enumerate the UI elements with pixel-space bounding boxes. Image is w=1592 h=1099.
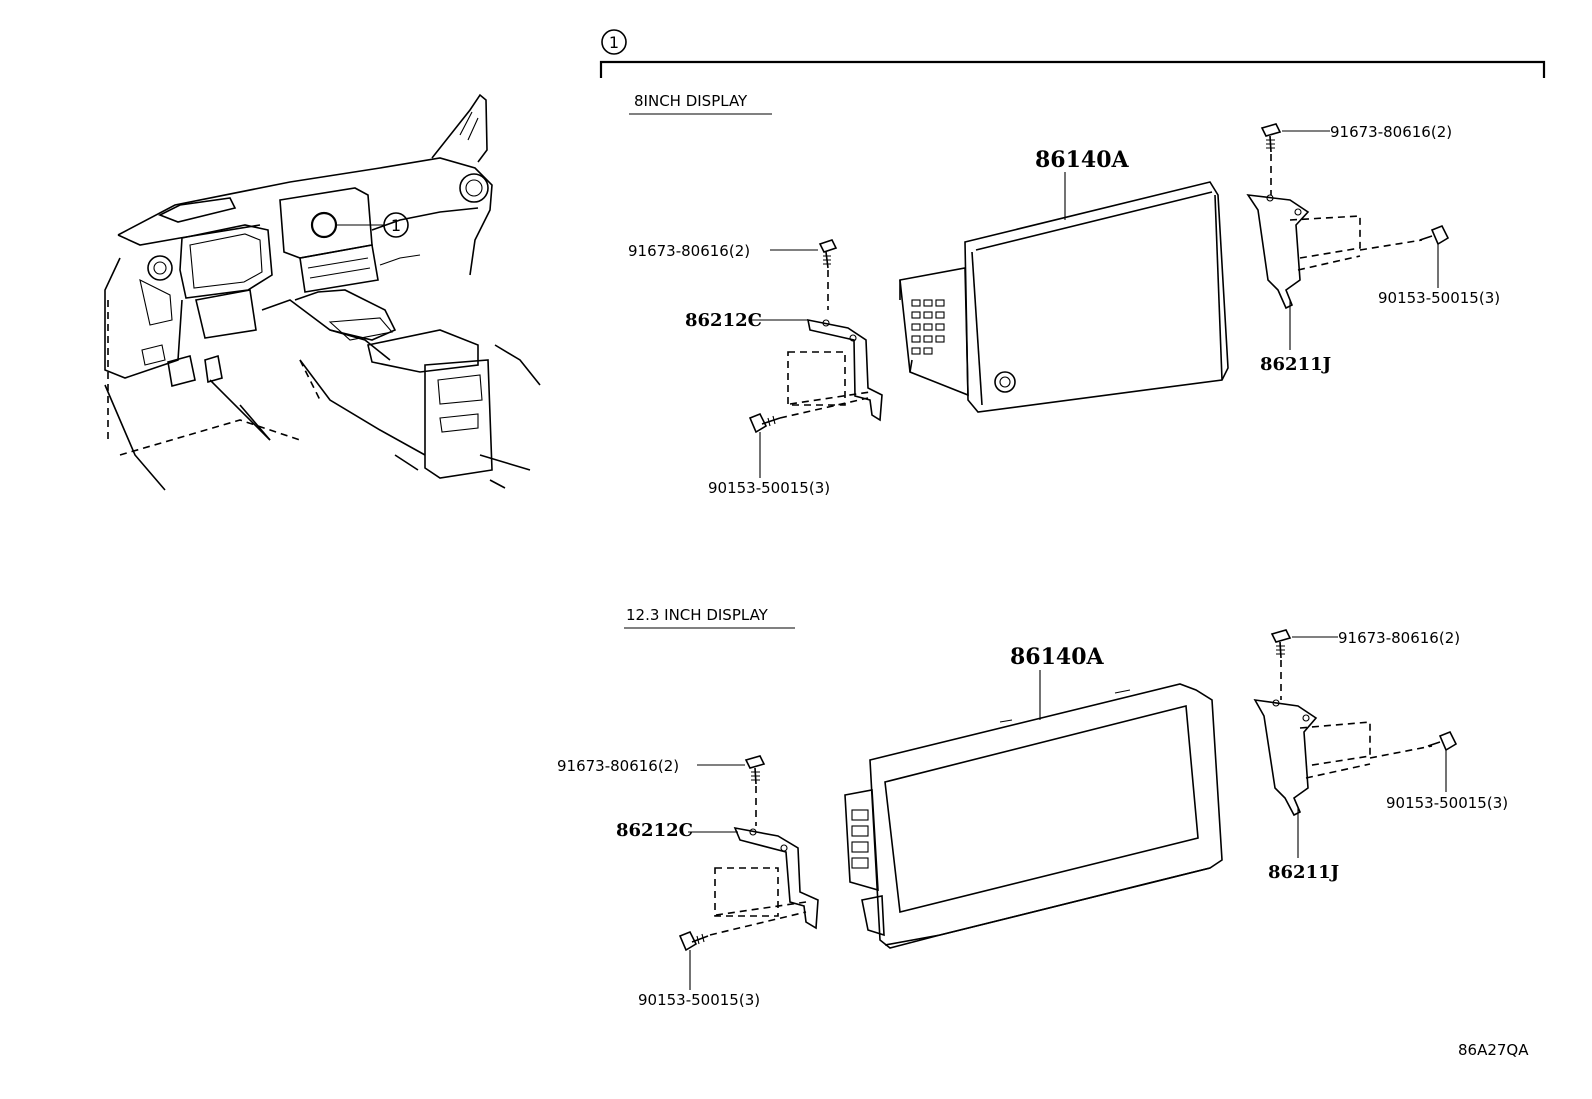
screw-icon	[1270, 629, 1292, 659]
right-screw-8inch-label: 91673-80616(2)	[1330, 123, 1452, 141]
display-part-8inch-label: 86140A	[1035, 147, 1130, 173]
screw-icon	[744, 755, 766, 785]
left-bracket-8inch	[787, 318, 883, 422]
left-screw-8inch-label: 91673-80616(2)	[628, 242, 750, 260]
right-bolt-8inch-label: 90153-50015(3)	[1378, 289, 1500, 307]
callout-header: 1	[599, 29, 1546, 78]
section-8inch-title: 8INCH DISPLAY	[634, 92, 748, 110]
bolt-icon	[1427, 730, 1458, 752]
display-unit-8inch	[899, 181, 1229, 413]
left-bracket-12inch-label: 86212C	[616, 820, 693, 841]
left-bolt-8inch-label: 90153-50015(3)	[708, 479, 830, 497]
header-callout-number: 1	[609, 33, 619, 52]
right-bracket-8inch-label: 86211J	[1260, 354, 1331, 375]
left-screw-12inch-label: 91673-80616(2)	[557, 757, 679, 775]
display-part-12inch-label: 86140A	[1010, 644, 1105, 670]
section-12inch-title: 12.3 INCH DISPLAY	[626, 606, 769, 624]
bolt-icon	[748, 412, 781, 434]
screw-icon	[818, 239, 838, 269]
bolt-icon	[1419, 224, 1450, 246]
bolt-icon	[678, 930, 709, 952]
overview-callout-number: 1	[391, 216, 401, 235]
dashboard-overview: 1	[104, 93, 541, 491]
illustration-code: 86A27QA	[1458, 1041, 1529, 1059]
section-12inch: 12.3 INCH DISPLAY 86140A	[557, 606, 1508, 1009]
right-bracket-8inch	[1246, 194, 1423, 310]
right-bolt-12inch-label: 90153-50015(3)	[1386, 794, 1508, 812]
left-bolt-12inch-label: 90153-50015(3)	[638, 991, 760, 1009]
left-bracket-12inch	[714, 826, 819, 930]
right-screw-12inch-label: 91673-80616(2)	[1338, 629, 1460, 647]
display-unit-12inch	[844, 683, 1223, 949]
right-bracket-12inch-label: 86211J	[1268, 862, 1339, 883]
right-bracket-12inch	[1253, 698, 1433, 817]
section-8inch: 8INCH DISPLAY 86140A	[628, 92, 1500, 497]
screw-icon	[1260, 123, 1282, 153]
left-bracket-8inch-label: 86212C	[685, 310, 762, 331]
